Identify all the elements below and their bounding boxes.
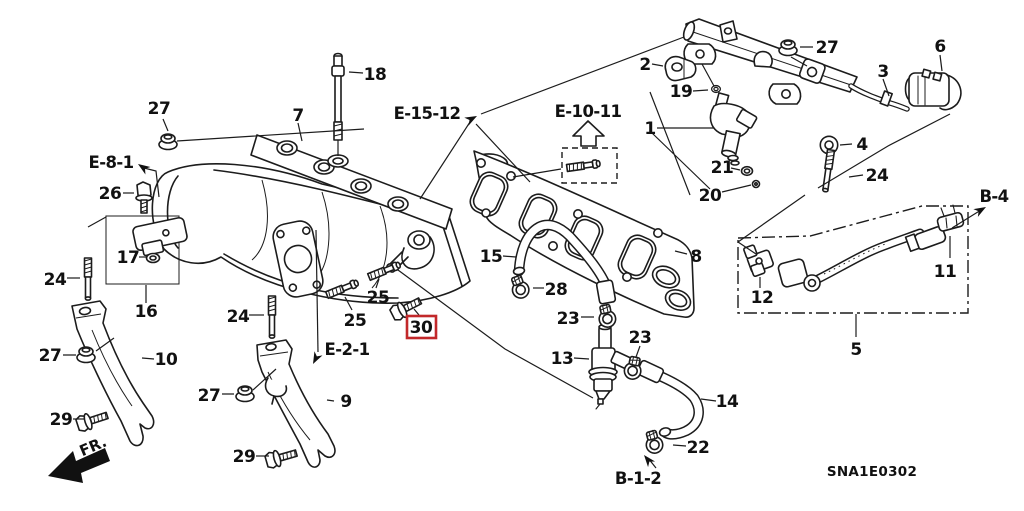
callout-17: 17 bbox=[117, 248, 140, 268]
callout-13: 13 bbox=[551, 349, 574, 369]
callout-8: 8 bbox=[690, 247, 701, 267]
callout-25-right: 25 bbox=[367, 288, 390, 308]
callout-9: 9 bbox=[340, 392, 351, 412]
callout-3: 3 bbox=[877, 62, 888, 82]
clamp-2 bbox=[664, 55, 697, 82]
ref-e2-1: E-2-1 bbox=[325, 340, 370, 359]
callout-28: 28 bbox=[545, 280, 568, 300]
callout-29-center: 29 bbox=[233, 447, 256, 467]
fr-direction-arrow: FR. bbox=[48, 433, 110, 483]
e10-11-stud-box bbox=[561, 147, 618, 184]
map-sensor-group bbox=[105, 215, 188, 285]
reference-labels: E-8-1 E-15-12 E-10-11 E-2-1 B-4 B-1-2 bbox=[89, 102, 1010, 488]
bracket-9 bbox=[256, 339, 336, 468]
callout-labels: 18 27 7 26 17 16 24 27 10 29 24 27 25 25… bbox=[39, 37, 957, 467]
stud-18 bbox=[331, 52, 345, 141]
hose-14 bbox=[634, 359, 704, 440]
connector-12 bbox=[743, 244, 774, 277]
hose-assy-5 bbox=[777, 225, 947, 292]
bolt-29-center bbox=[263, 444, 300, 471]
nut-27-rail bbox=[778, 39, 798, 57]
callout-18: 18 bbox=[364, 65, 387, 85]
highlight-box-30 bbox=[405, 314, 438, 340]
callout-23a: 23 bbox=[557, 309, 580, 329]
callout-27-top: 27 bbox=[148, 99, 171, 119]
ref-b1-2: B-1-2 bbox=[615, 469, 661, 488]
callout-22: 22 bbox=[687, 438, 710, 458]
e8-1-arrowhead bbox=[135, 160, 151, 175]
gasket-8 bbox=[469, 150, 695, 318]
ref-e15-12: E-15-12 bbox=[394, 104, 461, 123]
callout-26: 26 bbox=[99, 184, 122, 204]
clamp-28 bbox=[507, 272, 532, 302]
injector-1 bbox=[709, 92, 758, 166]
callout-15: 15 bbox=[480, 247, 503, 267]
clip-20 bbox=[751, 179, 761, 189]
injector-base-plate bbox=[250, 134, 453, 230]
b4-assembly-box bbox=[737, 204, 969, 314]
callout-5: 5 bbox=[850, 340, 861, 360]
callout-27-left: 27 bbox=[39, 346, 62, 366]
leader-lines bbox=[63, 36, 982, 469]
fuel-rail bbox=[682, 18, 910, 112]
callout-27-rail: 27 bbox=[816, 38, 839, 58]
stud-24-center bbox=[267, 295, 277, 339]
nut-27-left bbox=[76, 346, 96, 364]
callout-25-left: 25 bbox=[344, 311, 367, 331]
callout-7: 7 bbox=[292, 106, 303, 126]
bolt-26 bbox=[135, 181, 153, 214]
seal-ring-19 bbox=[710, 84, 722, 94]
ref-e8-1: E-8-1 bbox=[89, 153, 134, 172]
callout-11: 11 bbox=[934, 262, 957, 282]
callout-1: 1 bbox=[644, 119, 655, 139]
callout-24-center: 24 bbox=[227, 307, 250, 327]
clip-11 bbox=[936, 204, 965, 232]
nut-27-top bbox=[158, 133, 178, 151]
ref-e10-11: E-10-11 bbox=[555, 102, 622, 121]
ref-b4: B-4 bbox=[979, 187, 1008, 206]
intake-manifold bbox=[151, 134, 509, 304]
bracket-10 bbox=[71, 300, 155, 447]
diagram-code: SNA1E0302 bbox=[827, 464, 917, 480]
callout-6: 6 bbox=[934, 37, 945, 57]
stud-24-rail bbox=[820, 148, 836, 193]
callout-21: 21 bbox=[711, 158, 734, 178]
callout-24-left: 24 bbox=[44, 270, 67, 290]
nut-27-center bbox=[235, 385, 255, 403]
callout-30: 30 bbox=[410, 318, 433, 338]
callout-10: 10 bbox=[155, 350, 178, 370]
oring-21 bbox=[740, 165, 754, 177]
e15-12-arrowhead bbox=[464, 112, 480, 126]
callout-20: 20 bbox=[699, 186, 722, 206]
callout-14: 14 bbox=[716, 392, 739, 412]
hose-15 bbox=[512, 219, 617, 305]
callout-27-center: 27 bbox=[198, 386, 221, 406]
throttle-flange bbox=[272, 220, 324, 298]
callout-29-left: 29 bbox=[50, 410, 73, 430]
holder-6 bbox=[904, 68, 962, 111]
callout-4: 4 bbox=[856, 135, 868, 155]
callout-19: 19 bbox=[670, 82, 693, 102]
callout-24-rail: 24 bbox=[866, 166, 889, 186]
callout-12: 12 bbox=[751, 288, 774, 308]
stud-24-left bbox=[83, 257, 93, 301]
callout-16: 16 bbox=[135, 302, 158, 322]
part-16-box bbox=[105, 215, 180, 285]
callout-23b: 23 bbox=[629, 328, 652, 348]
e2-1-arrowhead bbox=[308, 351, 323, 367]
e10-11-up-arrow bbox=[572, 120, 605, 147]
callout-2: 2 bbox=[639, 55, 650, 75]
bolt-29-left bbox=[74, 406, 111, 434]
